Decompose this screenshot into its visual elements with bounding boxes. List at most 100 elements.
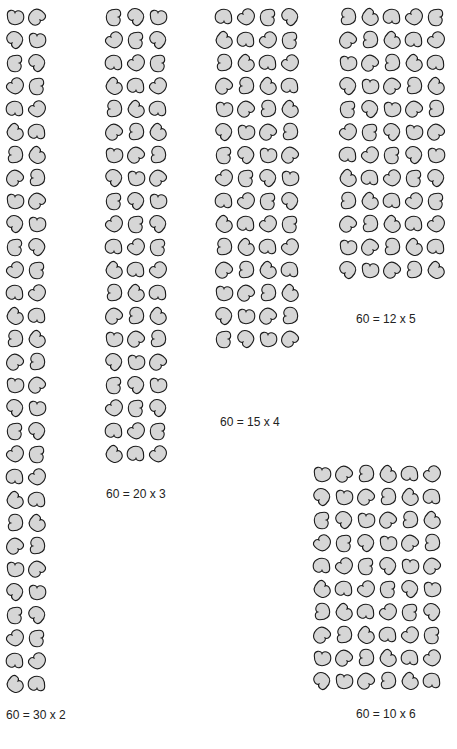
bean	[128, 171, 145, 185]
bean	[4, 674, 26, 696]
bean	[3, 167, 25, 189]
bean	[234, 282, 256, 304]
bean	[423, 673, 440, 687]
bean	[282, 32, 296, 49]
bean	[30, 537, 44, 554]
bean	[5, 75, 27, 97]
bean	[313, 558, 330, 572]
bean	[212, 75, 234, 97]
bean	[354, 670, 376, 692]
bean	[358, 513, 375, 527]
bean	[339, 147, 356, 161]
bean	[8, 330, 22, 347]
bean	[399, 487, 421, 509]
bean	[362, 79, 379, 93]
bean	[5, 443, 27, 465]
bean	[4, 306, 26, 328]
bean	[260, 9, 274, 26]
bean	[215, 193, 232, 207]
bean	[147, 306, 169, 328]
bean	[332, 647, 354, 669]
bean	[150, 10, 167, 24]
bean	[427, 55, 444, 69]
bean	[258, 29, 280, 51]
bean	[403, 53, 425, 75]
bean	[426, 213, 448, 235]
bean	[381, 120, 403, 142]
bean	[380, 581, 394, 598]
bean	[424, 121, 446, 143]
bean	[29, 446, 43, 463]
bean	[124, 144, 146, 166]
bean	[314, 651, 331, 665]
bean	[127, 446, 144, 460]
bean	[279, 283, 301, 305]
bean	[7, 423, 21, 440]
bean	[7, 55, 21, 72]
bean	[380, 75, 402, 97]
bean	[398, 532, 420, 554]
bean	[403, 511, 417, 528]
bean	[282, 216, 296, 233]
bean	[125, 189, 147, 211]
bean	[213, 304, 235, 326]
bean	[403, 237, 425, 259]
bean	[311, 579, 333, 601]
bean	[125, 283, 147, 305]
bean	[105, 423, 122, 437]
bean	[126, 52, 148, 74]
bean	[260, 193, 274, 210]
bean	[280, 52, 302, 74]
bean	[354, 486, 376, 508]
bean	[259, 239, 276, 253]
bean	[363, 215, 377, 232]
bean	[425, 166, 447, 188]
bean	[401, 466, 418, 480]
bean	[341, 8, 355, 25]
bean	[107, 284, 121, 301]
bean	[279, 99, 301, 121]
bean	[103, 350, 125, 372]
bean	[406, 170, 420, 187]
bean	[128, 216, 142, 233]
bean	[25, 374, 47, 396]
bean	[26, 329, 48, 351]
bean	[358, 236, 380, 258]
bean	[150, 423, 164, 440]
bean	[106, 377, 120, 394]
bean	[335, 581, 352, 595]
bean	[30, 353, 44, 370]
bean	[238, 309, 255, 323]
bean	[148, 443, 170, 465]
bean	[336, 490, 353, 504]
bean	[124, 328, 146, 350]
bean	[26, 51, 48, 73]
bean	[125, 99, 147, 121]
bean	[405, 32, 422, 46]
bean	[340, 240, 357, 254]
bean	[425, 534, 439, 551]
bean	[238, 125, 255, 139]
bean	[332, 463, 354, 485]
bean	[399, 671, 421, 693]
bean	[104, 29, 126, 51]
bean	[235, 237, 257, 259]
bean	[425, 260, 447, 282]
bean	[147, 122, 169, 144]
bean	[4, 122, 26, 144]
bean	[7, 239, 21, 256]
bean	[28, 492, 45, 506]
bean	[29, 585, 46, 599]
bean	[7, 607, 21, 624]
bean	[239, 261, 253, 278]
bean	[399, 577, 421, 599]
bean	[6, 653, 23, 667]
bean	[407, 261, 421, 278]
bean	[381, 488, 395, 505]
bean	[234, 98, 256, 120]
bean	[235, 327, 257, 349]
bean	[26, 603, 48, 625]
bean	[102, 305, 124, 327]
bean	[359, 649, 373, 666]
